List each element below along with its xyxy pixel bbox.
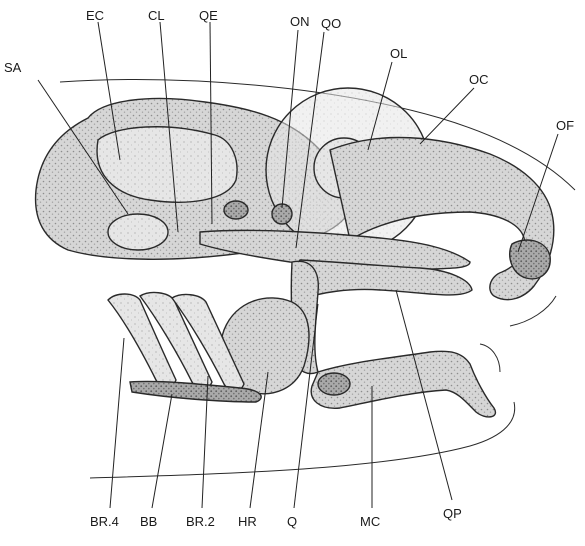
leader-BR4 bbox=[110, 338, 124, 508]
label-HR: HR bbox=[238, 514, 257, 529]
label-QE: QE bbox=[199, 8, 218, 23]
label-MC: MC bbox=[360, 514, 380, 529]
sense-capsule bbox=[108, 214, 168, 250]
snout-outline-line bbox=[510, 296, 556, 326]
label-ON: ON bbox=[290, 14, 310, 29]
jaw-outline-line bbox=[480, 344, 500, 372]
label-SA: SA bbox=[4, 60, 22, 75]
label-OF: OF bbox=[556, 118, 574, 133]
leader-BB bbox=[152, 394, 172, 508]
label-OC: OC bbox=[469, 72, 489, 87]
label-Q: Q bbox=[287, 514, 297, 529]
label-QP: QP bbox=[443, 506, 462, 521]
label-CL: CL bbox=[148, 8, 165, 23]
label-QO: QO bbox=[321, 16, 341, 31]
label-BR2: BR.2 bbox=[186, 514, 215, 529]
label-BB: BB bbox=[140, 514, 157, 529]
label-BR4: BR.4 bbox=[90, 514, 119, 529]
orbital-recess bbox=[224, 201, 248, 219]
label-EC: EC bbox=[86, 8, 104, 23]
label-OL: OL bbox=[390, 46, 407, 61]
leader-OC bbox=[420, 88, 474, 144]
jaw-articulation bbox=[318, 373, 350, 395]
